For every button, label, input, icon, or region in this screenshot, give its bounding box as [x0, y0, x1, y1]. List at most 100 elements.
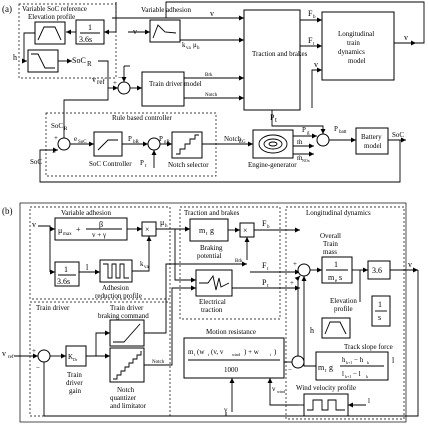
soc-r-sub-a: R — [87, 60, 92, 68]
svg-text:t: t — [325, 369, 327, 374]
soc-controller-block — [93, 131, 123, 157]
svg-text:(v, v: (v, v — [211, 348, 224, 356]
svg-text:μ: μ — [160, 218, 164, 227]
svg-text:F: F — [262, 261, 267, 270]
svg-text:K: K — [68, 353, 73, 361]
svg-text:ref: ref — [8, 355, 14, 360]
svg-text:v: v — [272, 385, 276, 393]
svg-text:− h: − h — [354, 356, 364, 364]
sum-junction-resistance — [291, 355, 305, 369]
svg-text:m: m — [318, 363, 325, 372]
elevation-icon — [37, 26, 62, 41]
svg-text:β: β — [99, 220, 103, 229]
svg-text:EG: EG — [239, 140, 246, 145]
svg-text:h: h — [310, 326, 314, 335]
svg-text:t: t — [145, 164, 147, 169]
train-driver-label-b: Train driver — [36, 304, 70, 312]
soc-lookup-icon — [31, 53, 55, 69]
elevation-profile-block — [34, 21, 66, 45]
svg-text:P: P — [270, 113, 275, 122]
soc-ref-group — [18, 3, 117, 79]
gain-den-a: 3.6s — [79, 35, 92, 44]
svg-text:−: − — [288, 366, 292, 374]
svg-text:ṁ: ṁ — [297, 138, 303, 146]
svg-text:g: g — [307, 131, 310, 136]
svg-text:m: m — [199, 226, 206, 235]
svg-text:s: s — [339, 273, 342, 282]
svg-text:b: b — [313, 15, 316, 20]
svg-text:P: P — [262, 278, 267, 287]
svg-text:F: F — [308, 36, 313, 45]
svg-text:NOx: NOx — [302, 158, 310, 163]
svg-text:+: + — [113, 79, 117, 87]
train-driver-model-block — [141, 71, 185, 107]
notch-quantizer-block — [109, 347, 145, 383]
soc-r-label-a: SoC — [72, 56, 86, 65]
elevation-profile-label: Elevation profile — [28, 13, 75, 21]
adhesion-icon-a — [152, 24, 177, 39]
svg-text:v: v — [404, 33, 408, 42]
train-driver-model-label: Train driver model — [149, 80, 202, 88]
svg-text:Notch: Notch — [152, 360, 165, 365]
longitudinal-group-b — [285, 206, 405, 420]
svg-text:t: t — [313, 42, 315, 47]
engine-generator-label: Engine-generator — [248, 161, 297, 169]
traction-brakes-label-b: Traction and brakes — [184, 209, 240, 217]
variable-adhesion-block-a — [149, 19, 181, 43]
svg-text:v: v — [32, 220, 36, 229]
svg-text:P: P — [128, 135, 132, 143]
svg-text:t: t — [206, 232, 208, 237]
svg-text:F: F — [308, 9, 313, 18]
svg-text:−: − — [118, 74, 122, 82]
svg-text:−: − — [36, 364, 40, 372]
wind-profile-block — [303, 393, 349, 417]
svg-text:v: v — [210, 9, 214, 18]
sum-junction-force — [297, 263, 311, 277]
panel-b-frame — [19, 202, 407, 423]
svg-text:+: + — [32, 347, 36, 355]
svg-text:μ: μ — [193, 41, 197, 49]
svg-text:Dr: Dr — [73, 357, 78, 362]
v-label-a: v — [133, 27, 137, 36]
svg-text:bR: bR — [133, 140, 140, 145]
svg-text:SoC: SoC — [392, 131, 404, 139]
notch-selector-label: Notch selector — [168, 161, 209, 169]
svg-text:×: × — [243, 226, 248, 235]
sum-junction-batt — [316, 133, 330, 147]
soc-controller-label: SoC Controller — [89, 160, 132, 168]
svg-text:v: v — [224, 406, 228, 414]
svg-text:max: max — [63, 232, 72, 237]
svg-text:1: 1 — [64, 265, 68, 274]
svg-text:v: v — [408, 260, 412, 269]
sum-junction-driver — [37, 349, 51, 363]
svg-text:l: l — [368, 397, 370, 405]
vref-label-a: v — [92, 75, 96, 84]
svg-text:g: g — [210, 226, 214, 235]
svg-text:1: 1 — [378, 300, 382, 309]
svg-text:P: P — [302, 126, 306, 134]
svg-text:+: + — [76, 225, 81, 234]
svg-text:−: − — [52, 149, 56, 157]
svg-text:t: t — [267, 267, 269, 272]
motion-resistance-block — [183, 337, 285, 379]
track-slope-label: Track slope force — [344, 343, 393, 351]
svg-text:− l: − l — [353, 370, 361, 378]
svg-text:b: b — [267, 225, 270, 230]
soc-ref-group-label: Variable SoC reference — [22, 5, 87, 13]
elevation-profile-block-b — [321, 317, 351, 339]
variable-adhesion-group-b — [29, 206, 171, 300]
traction-brakes-block-a — [243, 9, 301, 111]
svg-text:gR: gR — [164, 140, 171, 145]
svg-text:3.6: 3.6 — [372, 266, 382, 275]
svg-text:(w: (w — [197, 348, 205, 356]
svg-text:i: i — [270, 352, 272, 357]
braking-potential-block — [189, 218, 229, 242]
